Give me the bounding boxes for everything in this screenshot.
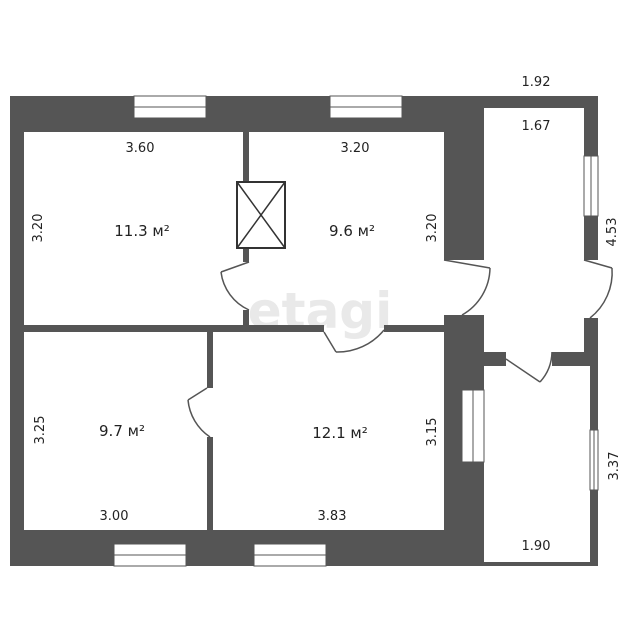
room-1-area: 11.3 м² <box>114 222 170 240</box>
room-2-width: 3.20 <box>341 141 370 156</box>
room-2: 3.20 3.20 9.6 м² <box>329 141 440 242</box>
door-room1 <box>220 261 250 311</box>
door-room2-hall <box>323 329 385 353</box>
room-1-height: 3.20 <box>31 214 46 243</box>
corridor-outer-width: 1.92 <box>522 75 551 90</box>
room-4-height: 3.15 <box>425 418 440 447</box>
porch-length: 3.37 <box>607 452 622 481</box>
window-top-middle <box>329 95 403 119</box>
porch-width: 1.90 <box>522 539 551 554</box>
room-3-area: 9.7 м² <box>99 422 145 440</box>
door-corridor-exit <box>583 259 613 319</box>
room-1: 3.60 3.20 11.3 м² <box>31 141 170 242</box>
room-3-height: 3.25 <box>33 416 48 445</box>
windows <box>113 95 599 567</box>
corridor: 1.92 1.67 4.53 <box>522 75 620 246</box>
corridor-length: 4.53 <box>605 218 620 247</box>
window-corridor-right <box>583 155 599 217</box>
corridor-inner-width: 1.67 <box>522 119 551 134</box>
window-top-left <box>133 95 207 119</box>
door-room3 <box>187 387 211 438</box>
room-1-width: 3.60 <box>126 141 155 156</box>
room-2-area: 9.6 м² <box>329 222 375 240</box>
room-3-width: 3.00 <box>100 509 129 524</box>
porch: 3.37 1.90 <box>522 452 622 554</box>
room-4: 12.1 м² 3.15 3.83 <box>312 418 440 524</box>
room-3: 3.25 9.7 м² 3.00 <box>33 416 145 524</box>
room-4-width: 3.83 <box>318 509 347 524</box>
room-2-height: 3.20 <box>425 214 440 243</box>
partitions <box>24 132 598 566</box>
doors <box>187 259 613 438</box>
room-4-area: 12.1 м² <box>312 424 368 442</box>
window-room4-right <box>461 389 485 463</box>
door-corridor <box>443 259 491 316</box>
door-porch <box>505 351 553 383</box>
window-bottom-left <box>113 543 187 567</box>
ventilation-shaft <box>236 181 286 249</box>
window-bottom-middle <box>253 543 327 567</box>
window-porch-right <box>589 429 599 491</box>
